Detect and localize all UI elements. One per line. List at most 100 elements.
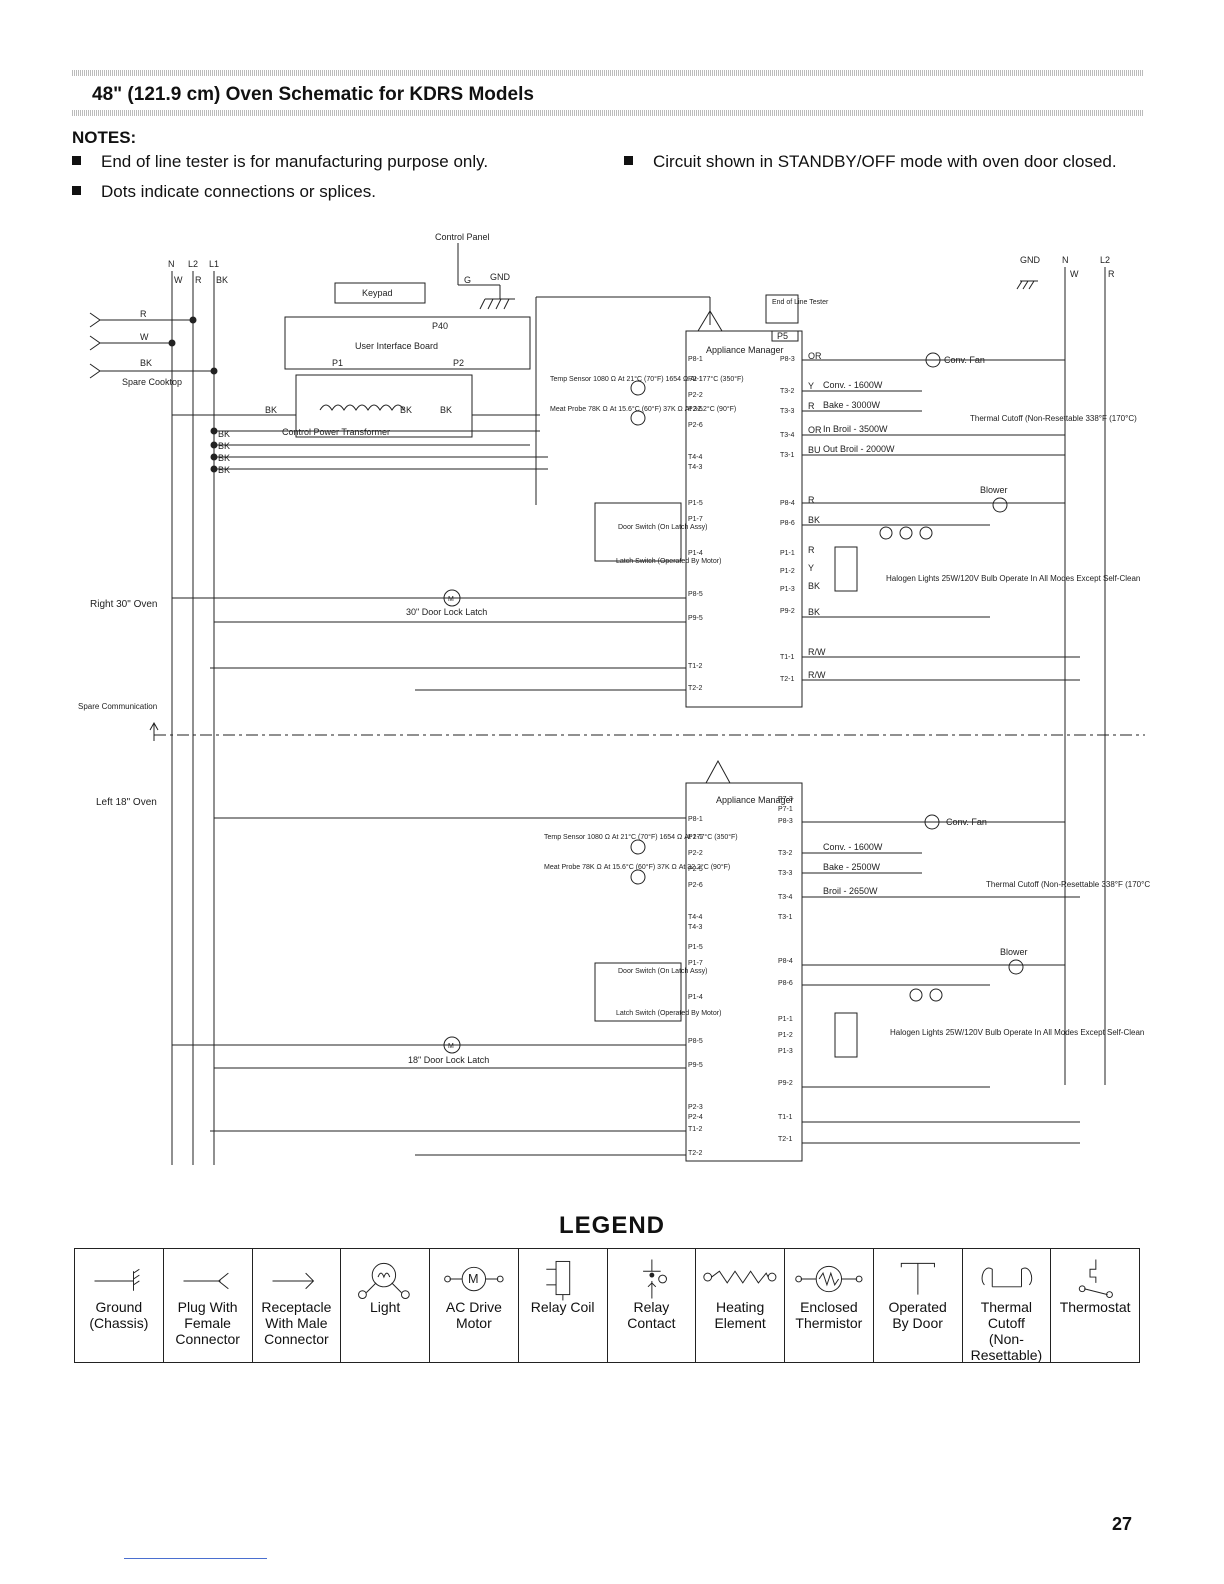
pin-label: P2-1: [688, 834, 703, 841]
transformer-box: [295, 374, 473, 438]
legend-relay-coil: Relay Coil: [519, 1249, 608, 1362]
svg-text:Conv. - 1600W: Conv. - 1600W: [823, 380, 883, 390]
pin-label: T1-1: [780, 654, 795, 661]
pin-label: T4-4: [688, 454, 703, 461]
svg-text:M: M: [448, 596, 454, 603]
pin-label: T4-4: [688, 914, 703, 921]
legend-title: LEGEND: [558, 1212, 665, 1239]
pin-label: T1-2: [688, 663, 703, 670]
svg-text:18" Door Lock Latch: 18" Door Lock Latch: [408, 1055, 489, 1065]
pin-label: T3-1: [780, 452, 795, 459]
pin-label: P8-4: [780, 500, 795, 507]
svg-text:Halogen Lights 25W/120V Bulb O: Halogen Lights 25W/120V Bulb Operate In …: [890, 1028, 1144, 1037]
svg-text:BK: BK: [218, 441, 230, 451]
pin-label: T1-2: [688, 1126, 703, 1133]
heating-element-icon: [703, 1270, 777, 1284]
svg-text:Spare Communication: Spare Communication: [78, 702, 157, 711]
svg-text:M: M: [448, 1043, 454, 1050]
pin-label: P1-5: [688, 500, 703, 507]
svg-text:Thermal Cutoff (Non-Resettable: Thermal Cutoff (Non-Resettable 338°F (17…: [970, 414, 1137, 423]
pin-label: T3-4: [778, 894, 793, 901]
title-hatch-bottom: [72, 110, 1144, 116]
legend-table: Ground (Chassis) Plug With Female Connec…: [74, 1248, 1140, 1363]
pin-label: P2-6: [688, 882, 703, 889]
svg-text:Right 30" Oven: Right 30" Oven: [90, 599, 157, 610]
pin-label: T4-3: [688, 464, 703, 471]
bullet-icon: [624, 156, 633, 165]
svg-text:Appliance Manager: Appliance Manager: [716, 795, 794, 805]
svg-text:P1: P1: [332, 358, 343, 368]
pin-label: P1-4: [688, 550, 703, 557]
svg-text:Door Switch (On Latch Assy): Door Switch (On Latch Assy): [618, 524, 707, 531]
pin-label: P8-5: [688, 591, 703, 598]
user-interface-board: [284, 316, 531, 370]
right-oven-section: Right 30" Oven Appliance Manager Temp Se…: [90, 310, 1140, 708]
svg-text:N: N: [1062, 255, 1069, 265]
pin-label: P8-3: [778, 818, 793, 825]
meat-probe-right: Meat Probe 78K Ω At 15.6°C (60°F) 37K Ω …: [550, 405, 736, 413]
footer-rule: [124, 1558, 267, 1559]
svg-text:Conv. Fan: Conv. Fan: [946, 817, 987, 827]
wire-color-label: BU: [808, 445, 821, 455]
svg-text:Appliance Manager: Appliance Manager: [706, 345, 784, 355]
control-panel-label: Control Panel: [435, 232, 490, 242]
wire-color-label: Y: [808, 381, 814, 391]
supply-wire-bk: BK: [216, 275, 228, 285]
pin-label: P1-1: [780, 550, 795, 557]
legend-plug: Plug With Female Connector: [164, 1249, 253, 1362]
pin-label: P8-3: [780, 356, 795, 363]
wire-color-label: OR: [808, 351, 822, 361]
svg-text:End of Line Tester: End of Line Tester: [772, 299, 829, 306]
pin-label: T3-3: [778, 870, 793, 877]
svg-text:30" Door Lock Latch: 30" Door Lock Latch: [406, 607, 487, 617]
receptacle-icon: [272, 1272, 314, 1290]
svg-text:Out Broil - 2000W: Out Broil - 2000W: [823, 444, 895, 454]
svg-text:BK: BK: [265, 405, 277, 415]
svg-text:Left 18" Oven: Left 18" Oven: [96, 797, 157, 808]
svg-text:W: W: [1070, 269, 1079, 279]
title-hatch-top: [72, 70, 1144, 76]
pin-label: T2-1: [778, 1136, 793, 1143]
note-text: End of line tester is for manufacturing …: [101, 152, 489, 171]
svg-text:Keypad: Keypad: [362, 288, 393, 298]
supply-wire-w: W: [174, 275, 183, 285]
bullet-icon: [72, 186, 81, 195]
svg-text:P5: P5: [777, 331, 788, 341]
pin-label: T3-2: [780, 388, 795, 395]
legend-ground: Ground (Chassis): [75, 1249, 164, 1362]
keypad-box: [334, 282, 426, 304]
wire-color-label: R/W: [808, 647, 826, 657]
supply-n: N: [168, 259, 175, 269]
pin-label: P9-2: [780, 608, 795, 615]
pin-label: P1-5: [688, 944, 703, 951]
legend-heating-element: Heating Element: [696, 1249, 785, 1362]
wire-color-label: BK: [808, 581, 820, 591]
svg-text:Bake - 3000W: Bake - 3000W: [823, 400, 881, 410]
legend-light: Light: [341, 1249, 430, 1362]
pin-label: P8-5: [688, 1038, 703, 1045]
thermistor-icon: [795, 1265, 863, 1293]
pin-label: P2-5: [688, 406, 703, 413]
legend-relay-contact: Relay Contact: [608, 1249, 697, 1362]
thermostat-icon: [1079, 1259, 1114, 1299]
motor-icon: M: [444, 1266, 504, 1292]
svg-text:BK: BK: [218, 429, 230, 439]
pin-label: T3-1: [778, 914, 793, 921]
pin-label: P1-2: [780, 568, 795, 575]
wire-color-label: R/W: [808, 670, 826, 680]
pin-label: P8-4: [778, 958, 793, 965]
pin-label: T3-2: [778, 850, 793, 857]
input-r: R: [140, 309, 147, 319]
svg-text:Bake - 2500W: Bake - 2500W: [823, 862, 881, 872]
pin-label: P1-4: [688, 994, 703, 1001]
svg-text:In Broil - 3500W: In Broil - 3500W: [823, 424, 888, 434]
svg-text:BK: BK: [400, 405, 412, 415]
pin-label: P2-2: [688, 850, 703, 857]
pin-label: P7-3: [778, 796, 793, 803]
pin-label: P2-6: [688, 422, 703, 429]
page-number: 27: [1112, 1514, 1133, 1534]
svg-text:User Interface Board: User Interface Board: [355, 341, 438, 351]
pin-label: P9-5: [688, 615, 703, 622]
pin-label: P1-2: [778, 1032, 793, 1039]
svg-text:Conv. - 1600W: Conv. - 1600W: [823, 842, 883, 852]
